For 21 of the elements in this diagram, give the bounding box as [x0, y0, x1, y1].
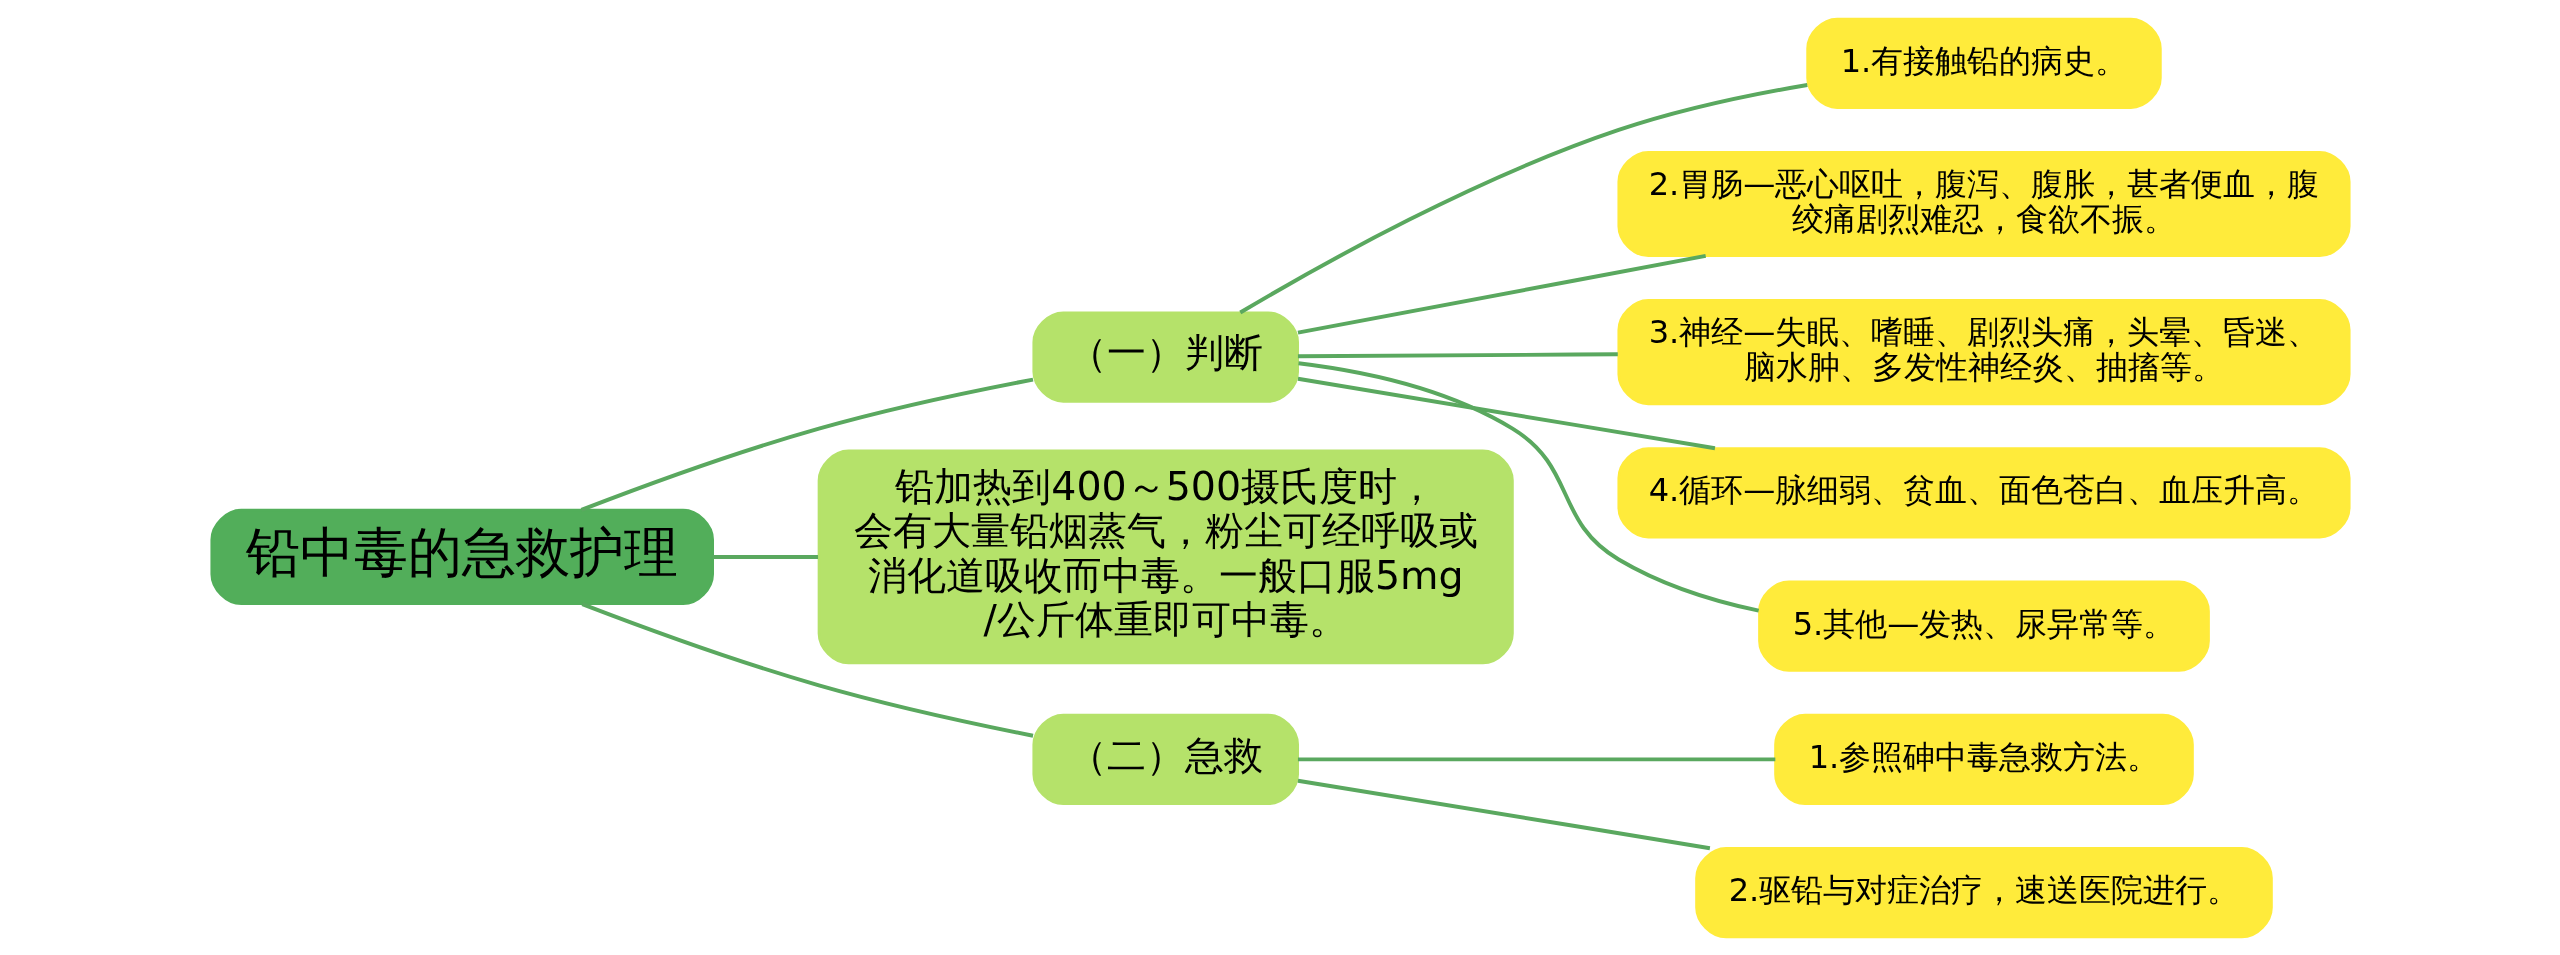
node-box: 铅中毒的急救护理: [209, 508, 714, 605]
connector: [581, 601, 1033, 738]
node-box: 铅加热到400～500摄氏度时，会有大量铅烟蒸气，粉尘可经呼吸或消化道吸收而中毒。一般口服5mg/公斤体重即可中毒。: [817, 449, 1514, 664]
connector: [712, 554, 818, 559]
node-box: 5.其他—发热、尿异常等。: [1757, 579, 2210, 672]
node-box: （二）急救: [1031, 713, 1299, 805]
node-box: （一）判断: [1031, 310, 1299, 403]
connector: [1297, 351, 1618, 358]
connector: [1297, 376, 1715, 450]
connector: [1238, 82, 1808, 314]
connector: [1297, 360, 1759, 613]
node-box: 1.有接触铅的病史。: [1805, 17, 2162, 109]
node-box: 1.参照砷中毒急救方法。: [1773, 713, 2194, 805]
connector: [1297, 756, 1775, 761]
connector: [1297, 253, 1706, 335]
connector: [1297, 778, 1710, 850]
node-box: 2.驱铅与对症治疗，速送医院进行。: [1694, 846, 2273, 938]
node-box: 2.胃肠—恶心呕吐，腹泻、腹胀，甚者便血，腹绞痛剧烈难忍，食欲不振。: [1616, 150, 2351, 257]
connector: [580, 377, 1033, 512]
node-box: 3.神经—失眠、嗜睡、剧烈头痛，头晕、昏迷、脑水肿、多发性神经炎、抽搐等。: [1616, 298, 2351, 405]
node-box: 4.循环—脉细弱、贫血、面色苍白、血压升高。: [1616, 446, 2351, 538]
